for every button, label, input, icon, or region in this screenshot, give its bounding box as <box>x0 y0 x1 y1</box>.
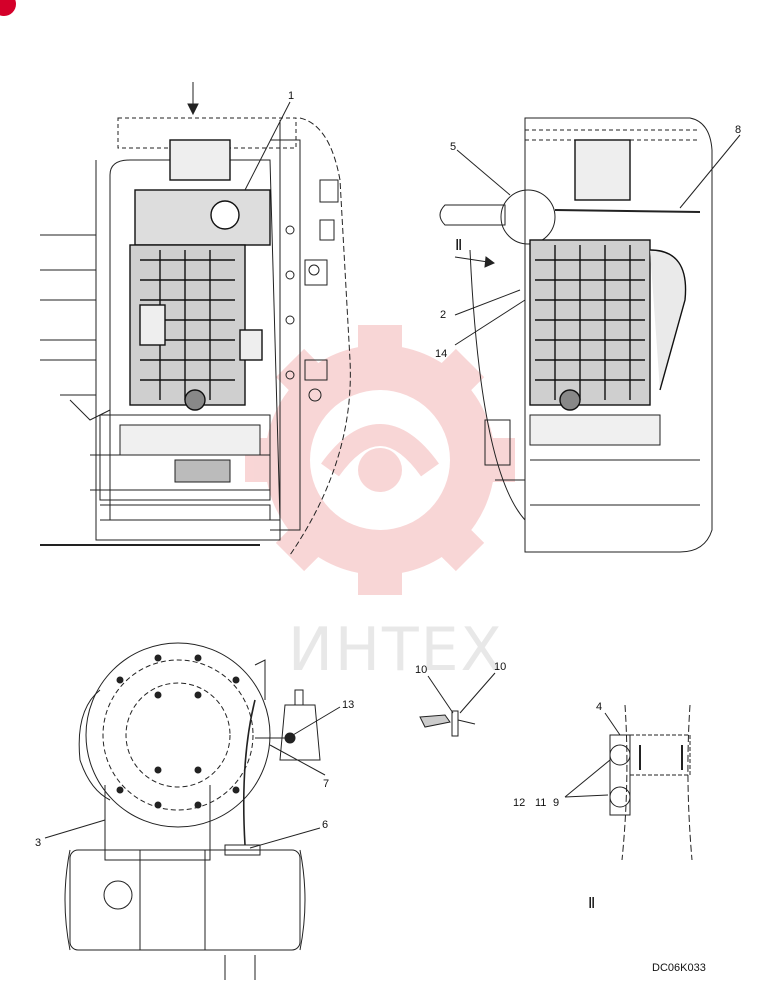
muffler-detail <box>44 642 341 980</box>
callout-4: 4 <box>596 701 602 713</box>
watermark-text: ИНТЕХ <box>288 615 504 685</box>
view-title-II: Ⅱ <box>588 896 595 912</box>
callout-7: 7 <box>323 778 329 790</box>
engine-side-view <box>439 117 741 553</box>
callout-6: 6 <box>322 819 328 831</box>
drawing-code: DC06K033 <box>652 962 706 974</box>
callout-13: 13 <box>342 699 354 711</box>
callout-10b: 10 <box>494 661 506 673</box>
view-II-detail <box>564 704 693 861</box>
callout-2: 2 <box>440 309 446 321</box>
view-marker-II: Ⅱ <box>455 238 462 254</box>
corner-badge-icon <box>0 0 16 16</box>
callout-9: 9 <box>553 797 559 809</box>
callout-3: 3 <box>35 837 41 849</box>
callout-10a: 10 <box>415 664 427 676</box>
clip-detail <box>419 672 496 737</box>
callout-11: 11 <box>535 797 546 809</box>
callout-12: 12 <box>513 797 525 809</box>
watermark-gear-logo-icon <box>245 325 515 595</box>
callout-14: 14 <box>435 348 447 360</box>
engine-top-view <box>40 82 351 556</box>
callout-1: 1 <box>288 90 294 102</box>
callout-5: 5 <box>450 141 456 153</box>
callout-8: 8 <box>735 124 741 136</box>
